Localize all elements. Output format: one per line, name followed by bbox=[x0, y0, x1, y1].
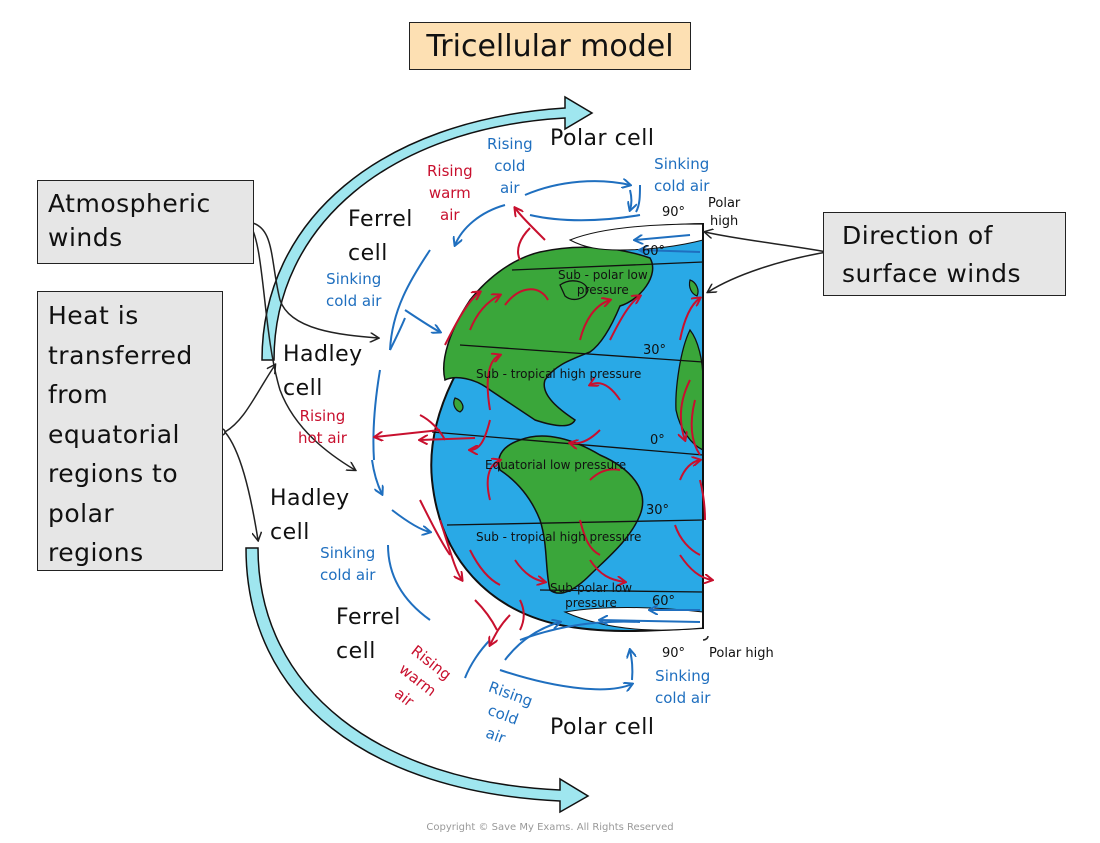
direction-of-surface-winds-box: Direction of surface winds bbox=[823, 212, 1066, 296]
red-air-arrows bbox=[375, 208, 712, 645]
sinking-cold-air-bottom-right-label: Sinking cold air bbox=[655, 667, 711, 707]
latitude-30-bottom: 30° bbox=[646, 503, 670, 518]
latitude-60-bottom: 60° bbox=[652, 594, 676, 609]
sinking-cold-air-bottom-left-label: Sinking cold air bbox=[320, 544, 376, 584]
cyan-arrow-top bbox=[261, 95, 594, 361]
polar-cell-top-label: Polar cell bbox=[550, 126, 655, 151]
blue-air-arrows bbox=[371, 181, 701, 689]
cyan-arrow-bottom bbox=[245, 547, 590, 814]
atmospheric-winds-box: Atmospheric winds bbox=[37, 180, 254, 264]
atmospheric-wind-arrows bbox=[245, 95, 594, 814]
hadley-cell-top-label: Hadley cell bbox=[283, 342, 363, 401]
diagram-title: Tricellular model bbox=[409, 22, 691, 70]
ferrel-cell-bottom-label: Ferrel cell bbox=[336, 605, 401, 664]
polar-cell-bottom-label: Polar cell bbox=[550, 715, 655, 740]
hadley-cell-bottom-label: Hadley cell bbox=[270, 486, 350, 545]
subtropical-high-top-label: Sub - tropical high pressure bbox=[476, 367, 642, 381]
subtropical-high-bottom-label: Sub - tropical high pressure bbox=[476, 530, 642, 544]
polar-high-bottom-label: Polar high bbox=[709, 646, 774, 661]
sinking-cold-air-top-left-label: Sinking cold air bbox=[326, 270, 382, 310]
subpolar-low-bottom-label: Sub-polar low pressure bbox=[550, 581, 633, 610]
ferrel-cell-top-label: Ferrel cell bbox=[348, 207, 413, 266]
rising-warm-air-top-label: Rising warm air bbox=[427, 162, 473, 224]
latitude-90-bottom: 90° bbox=[662, 646, 686, 661]
greenland bbox=[559, 280, 589, 301]
north-america bbox=[443, 246, 654, 427]
leader-lines bbox=[218, 218, 834, 641]
latitude-90-top: 90° bbox=[662, 205, 686, 220]
south-america bbox=[498, 435, 644, 594]
rising-cold-air-top-label: Rising cold air bbox=[487, 135, 533, 197]
copyright: Copyright © Save My Exams. All Rights Re… bbox=[426, 822, 674, 833]
heat-transfer-box: Heat is transferred from equatorial regi… bbox=[37, 291, 223, 571]
subpolar-low-top-label: Sub - polar low pressure bbox=[558, 268, 648, 297]
latitude-0: 0° bbox=[650, 433, 665, 448]
sinking-cold-air-top-right-label: Sinking cold air bbox=[654, 155, 710, 195]
latitude-60-top: 60° bbox=[642, 244, 666, 259]
equatorial-low-label: Equatorial low pressure bbox=[485, 458, 627, 472]
polar-high-top-label: Polar high bbox=[708, 196, 741, 229]
rising-hot-air-label: Rising hot air bbox=[298, 407, 347, 447]
latitude-30-top: 30° bbox=[643, 343, 667, 358]
